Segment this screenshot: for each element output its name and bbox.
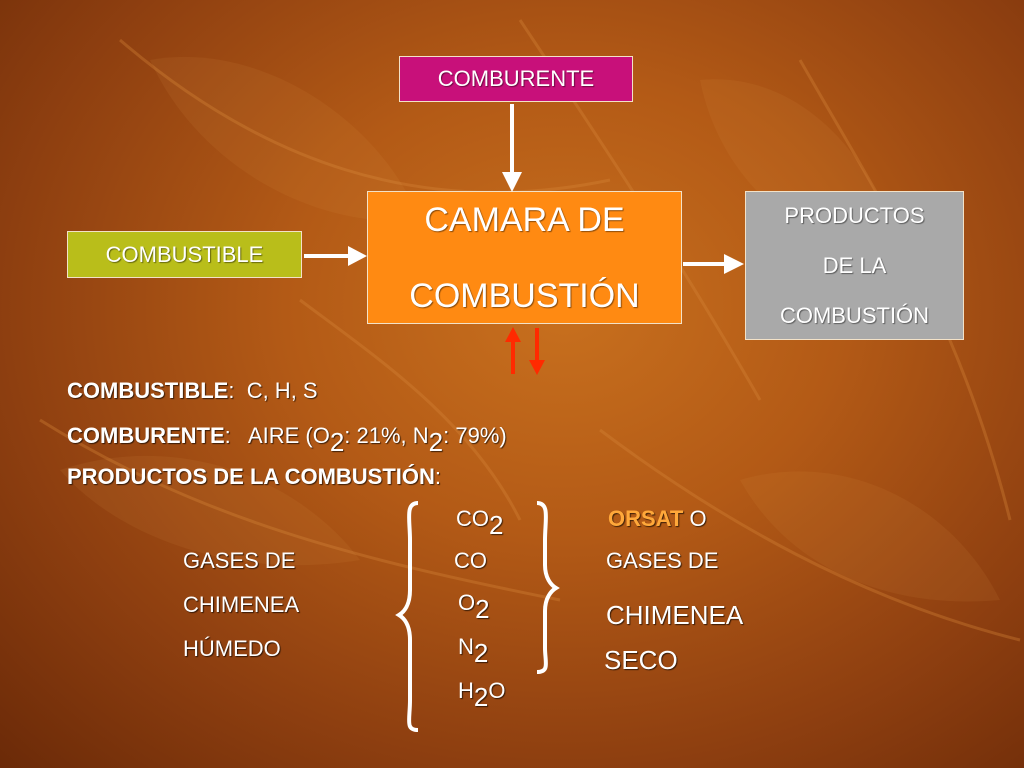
gas-h2o-subscript: 2 [473, 682, 489, 712]
gas-co: CO [454, 548, 487, 573]
orsat-label: ORSAT [608, 506, 684, 531]
info-productos-colon: : [434, 464, 442, 489]
arrow-chamber-to-products [683, 254, 744, 274]
dry-line-1-o: O [689, 506, 707, 531]
info-combustible-key: COMBUSTIBLE [67, 378, 229, 403]
red-exchange-arrows [505, 327, 545, 375]
info-comburente-colon: : [224, 423, 231, 448]
products-box: PRODUCTOS DE LA COMBUSTIÓN [745, 191, 964, 340]
gas-co2-base: CO [456, 506, 489, 531]
chamber-line-1: CAMARA DE [424, 200, 625, 239]
dry-line-4: SECO [604, 645, 678, 675]
products-line-3: COMBUSTIÓN [779, 302, 930, 328]
right-brace [536, 501, 560, 674]
info-comburente-key: COMBURENTE [67, 423, 225, 448]
gas-o2-base: O [458, 590, 476, 615]
info-productos-key: PRODUCTOS DE LA COMBUSTIÓN [67, 464, 435, 489]
humid-line-1: GASES DE [183, 548, 296, 573]
gas-co2: CO2 [456, 506, 503, 538]
combustion-chamber-box: CAMARA DE COMBUSTIÓN [367, 191, 682, 324]
info-productos-line: PRODUCTOS DE LA COMBUSTIÓN: [67, 464, 441, 490]
info-comburente-value-b: : 21%, N [344, 423, 429, 448]
left-brace [395, 501, 419, 732]
info-comburente-line: COMBURENTE: AIRE (O2: 21%, N2: 79%) [67, 423, 507, 455]
humid-line-2: CHIMENEA [183, 592, 300, 617]
dry-line-2: GASES DE [606, 548, 719, 573]
gas-o2-subscript: 2 [475, 594, 490, 624]
humid-line-3: HÚMEDO [183, 636, 281, 661]
gas-h2o-base-b: O [488, 678, 506, 703]
combustible-label: COMBUSTIBLE [105, 241, 264, 267]
comburente-box: COMBURENTE [399, 56, 633, 102]
dry-line-1: ORSAT O [608, 506, 707, 532]
info-combustible-value: C, H, S [246, 378, 318, 403]
gas-h2o-base-a: H [458, 678, 474, 703]
products-line-2: DE LA [822, 252, 887, 278]
info-comburente-value-a: AIRE (O [247, 423, 330, 448]
info-comburente-value-c: : 79%) [443, 423, 507, 448]
comburente-label: COMBURENTE [437, 66, 595, 91]
gas-h2o: H2O [458, 678, 506, 710]
oxygen-subscript: 2 [329, 427, 345, 457]
chamber-line-2: COMBUSTIÓN [409, 276, 640, 315]
nitrogen-subscript: 2 [428, 427, 444, 457]
arrow-combustible-to-chamber [304, 246, 367, 266]
products-line-1: PRODUCTOS [784, 202, 925, 228]
info-combustible-line: COMBUSTIBLE: C, H, S [67, 378, 318, 404]
arrow-comburente-to-chamber [502, 104, 522, 192]
combustible-box: COMBUSTIBLE [67, 231, 302, 278]
gas-n2-base: N [458, 634, 474, 659]
info-combustible-colon: : [228, 378, 235, 403]
gas-n2: N2 [458, 634, 488, 666]
dry-line-3: CHIMENEA [606, 600, 744, 630]
gas-n2-subscript: 2 [473, 638, 489, 668]
gas-o2: O2 [458, 590, 490, 622]
gas-co2-subscript: 2 [489, 510, 504, 540]
